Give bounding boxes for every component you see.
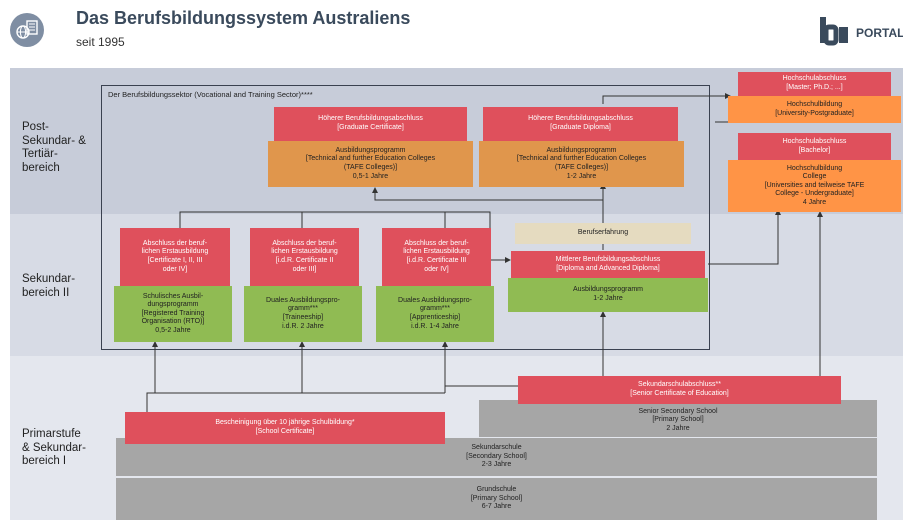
page-title: Das Berufsbildungssystem Australiens [76,8,411,28]
bq-logo-icon [820,17,848,46]
box-graduate-certificate-program: Ausbildungsprogramm[Technical and furthe… [268,141,473,187]
box-postgraduate: Hochschulbildung[University-Postgraduate… [728,96,901,123]
level-label-post: Post-Sekundar- &Tertiär-bereich [22,121,86,174]
logo-text: PORTAL [856,26,903,40]
level-label-prim: Primarstufe& Sekundar-bereich I [22,428,86,467]
box-bachelor: Hochschulabschluss[Bachelor] [738,133,891,160]
box-certificate-3: Abschluss der beruf-lichen Erstausbildun… [382,228,491,286]
box-master-phd: Hochschulabschluss[Master; Ph.D.; ...] [738,72,891,96]
box-primary-school: Grundschule[Primary School]6-7 Jahre [116,478,877,520]
box-diploma: Mittlerer Berufsbildungsabschluss[Diplom… [511,251,705,278]
globe-document-icon [16,20,38,39]
vocational-sector-frame [101,85,710,350]
box-school-certificate: Bescheinigung über 10 jährige Schulbildu… [125,412,445,444]
box-senior-certificate: Sekundarschulabschluss**[Senior Certific… [518,376,841,404]
box-school-program: Schulisches Ausbil-dungsprogramm[Registe… [114,286,232,342]
box-apprenticeship: Duales Ausbildungspro-gramm***[Apprentic… [376,286,494,342]
bq-portal-logo[interactable]: PORTAL [818,14,903,48]
vocational-sector-label: Der Berufsbildungssektor (Vocational and… [108,90,313,99]
page-subtitle: seit 1995 [76,35,125,49]
header-icon [10,13,44,47]
box-graduate-diploma-program: Ausbildungsprogramm[Technical and furthe… [479,141,684,187]
box-graduate-diploma: Höherer Berufsbildungsabschluss[Graduate… [483,107,678,141]
level-label-sek2: Sekundar-bereich II [22,273,76,299]
box-work-experience: Berufserfahrung [515,223,691,244]
box-secondary-school: Sekundarschule[Secondary School]2-3 Jahr… [116,438,877,476]
box-certificate-1: Abschluss der beruf-lichen Erstausbildun… [120,228,230,286]
box-traineeship: Duales Ausbildungspro-gramm***[Traineesh… [244,286,362,342]
box-senior-secondary-school: Senior Secondary School[Primary School]2… [479,400,877,437]
box-certificate-2: Abschluss der beruf-lichen Erstausbildun… [250,228,359,286]
box-graduate-certificate: Höherer Berufsbildungsabschluss[Graduate… [274,107,467,141]
